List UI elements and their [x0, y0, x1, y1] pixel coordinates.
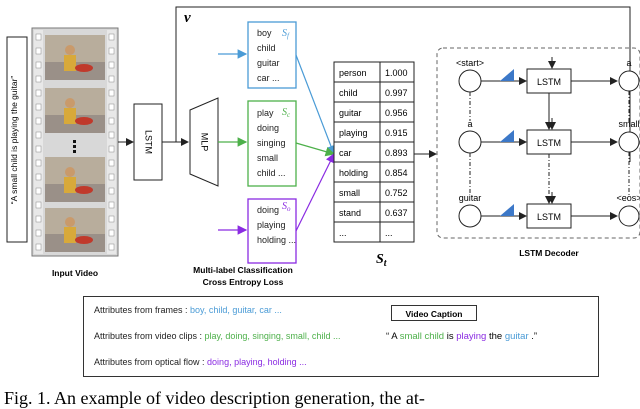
- encoder-lstm-label: LSTM: [144, 130, 154, 154]
- st-table-word: small: [339, 188, 360, 198]
- st-table-word: person: [339, 68, 367, 78]
- decoder-input-node: [458, 204, 482, 228]
- decoder-lstm-cell: [526, 203, 572, 229]
- video-caption-text: “ A small child is playing the guitar .”: [386, 331, 538, 342]
- clips-attribute-box: [247, 100, 297, 187]
- st-table-word: guitar: [339, 108, 362, 118]
- legend-clips-row: Attributes from video clips : play, doin…: [94, 331, 341, 341]
- attention-triangle: [500, 130, 514, 142]
- decoder-output-node: [618, 205, 640, 227]
- st-table-score: 0.997: [385, 88, 408, 98]
- clips-tag: Sc: [282, 107, 291, 119]
- legend-frames-row: Attributes from frames : boy, child, gui…: [94, 305, 282, 315]
- attribute-word: small: [257, 153, 278, 163]
- attention-triangle: [500, 69, 514, 81]
- attribute-word: doing: [257, 205, 279, 215]
- frames-attribute-box: [247, 21, 297, 89]
- video-frame: [45, 157, 105, 202]
- decoder-output-node: [618, 131, 640, 153]
- attention-triangle: [500, 204, 514, 216]
- ellipsis-dots: [73, 140, 76, 153]
- decoder-lstm-label: LSTM: [537, 212, 561, 222]
- decoder-input-node: [458, 130, 482, 154]
- attribute-legend: Attributes from frames : boy, child, gui…: [83, 296, 599, 377]
- figure-caption: Fig. 1. An example of video description …: [4, 388, 425, 408]
- attribute-word: child ...: [257, 168, 286, 178]
- flow-tag: So: [282, 201, 291, 213]
- decoder-lstm-label: LSTM: [537, 77, 561, 87]
- attribute-word: child: [257, 43, 276, 53]
- encoder-lstm-box: [133, 103, 163, 181]
- attribute-word: boy: [257, 28, 272, 38]
- st-table-word: ...: [339, 228, 347, 238]
- video-frame: [45, 88, 105, 133]
- attribute-word: car ...: [257, 73, 280, 83]
- st-table-score: 0.854: [385, 168, 408, 178]
- st-table-label: St: [376, 252, 388, 269]
- attribute-word: guitar: [257, 58, 280, 68]
- decoder-output-label: a: [626, 58, 631, 68]
- attribute-word: doing: [257, 123, 279, 133]
- flow-attribute-box: [247, 198, 297, 264]
- frames-tag: Sf: [282, 28, 290, 40]
- st-table-score: 0.893: [385, 148, 408, 158]
- decoder-input-node: [458, 69, 482, 93]
- st-table-word: holding: [339, 168, 368, 178]
- attribute-word: play: [257, 108, 274, 118]
- st-table-score: 0.915: [385, 128, 408, 138]
- video-frame: [45, 35, 105, 80]
- video-caption-title: Video Caption: [391, 305, 477, 321]
- side-caption-text: “A small child is playing the guitar”: [9, 76, 19, 205]
- st-table-score: 0.752: [385, 188, 408, 198]
- st-table-word: car: [339, 148, 352, 158]
- attribute-word: holding ...: [257, 235, 296, 245]
- input-video-label: Input Video: [52, 268, 98, 278]
- st-table-score: 1.000: [385, 68, 408, 78]
- decoder-output-node: [618, 70, 640, 92]
- decoder-label: LSTM Decoder: [519, 248, 579, 258]
- mlc-label-2: Cross Entropy Loss: [203, 277, 284, 287]
- decoder-output-label: small: [618, 119, 639, 129]
- mlp-label: MLP: [200, 133, 210, 152]
- film-strip: [31, 27, 119, 257]
- st-table-word: stand: [339, 208, 361, 218]
- attribute-word: playing: [257, 220, 286, 230]
- st-table-word: playing: [339, 128, 368, 138]
- mlc-label-1: Multi-label Classification: [193, 265, 293, 275]
- mlp-block: [189, 97, 219, 187]
- decoder-lstm-label: LSTM: [537, 138, 561, 148]
- legend-flow-row: Attributes from optical flow : doing, pl…: [94, 357, 307, 367]
- side-caption-box: [6, 36, 28, 243]
- decoder-output-label: <eos>: [616, 193, 640, 203]
- decoder-lstm-cell: [526, 68, 572, 94]
- st-table-score: 0.637: [385, 208, 408, 218]
- st-table-score: 0.956: [385, 108, 408, 118]
- decoder-input-label: <start>: [456, 58, 484, 68]
- st-table: person 1.000 child 0.997 guitar 0.956 playing 0…: [333, 61, 415, 243]
- st-table-score: ...: [385, 228, 393, 238]
- video-frame: [45, 208, 105, 252]
- attribute-word: singing: [257, 138, 286, 148]
- decoder-input-label: guitar: [459, 193, 482, 203]
- decoder-input-label: a: [467, 119, 472, 129]
- st-table-word: child: [339, 88, 358, 98]
- v-label: v: [184, 10, 191, 26]
